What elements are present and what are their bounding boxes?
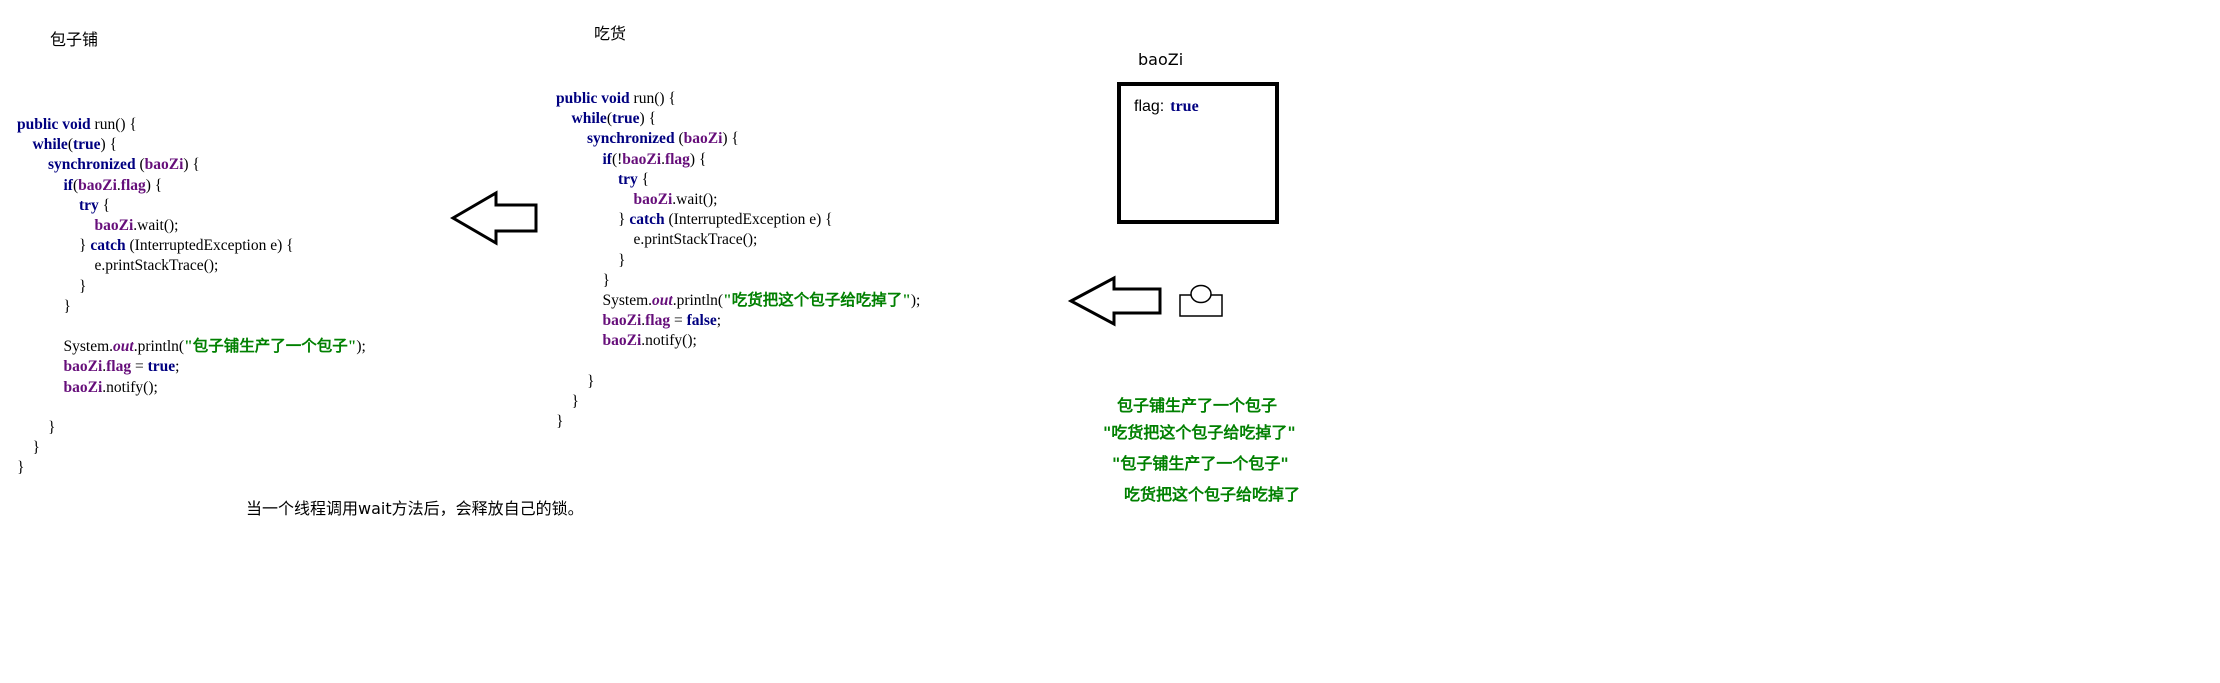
baozi-title: baoZi bbox=[1138, 50, 1184, 69]
left-arrow-icon bbox=[450, 190, 538, 246]
thread-lock-icon bbox=[1179, 284, 1223, 317]
left-arrow-icon bbox=[1067, 275, 1162, 327]
consumer-title: 吃货 bbox=[594, 24, 627, 43]
flag-field: flag: true bbox=[1134, 98, 1199, 116]
output-line: 吃货把这个包子给吃掉了 bbox=[1124, 485, 1301, 504]
flag-value: true bbox=[1170, 98, 1199, 115]
output-line: 包子铺生产了一个包子 bbox=[1117, 396, 1278, 415]
output-line: "吃货把这个包子给吃掉了" bbox=[1103, 423, 1296, 442]
producer-code: public void run() { while(true) { synchr… bbox=[17, 116, 366, 477]
wait-lock-note: 当一个线程调用wait方法后，会释放自己的锁。 bbox=[246, 499, 584, 518]
producer-title: 包子铺 bbox=[50, 30, 99, 49]
flag-label: flag: bbox=[1134, 98, 1165, 115]
baozi-object-box: flag: true bbox=[1117, 82, 1279, 224]
consumer-code: public void run() { while(true) { synchr… bbox=[556, 90, 921, 431]
output-line: "包子铺生产了一个包子" bbox=[1112, 454, 1289, 473]
